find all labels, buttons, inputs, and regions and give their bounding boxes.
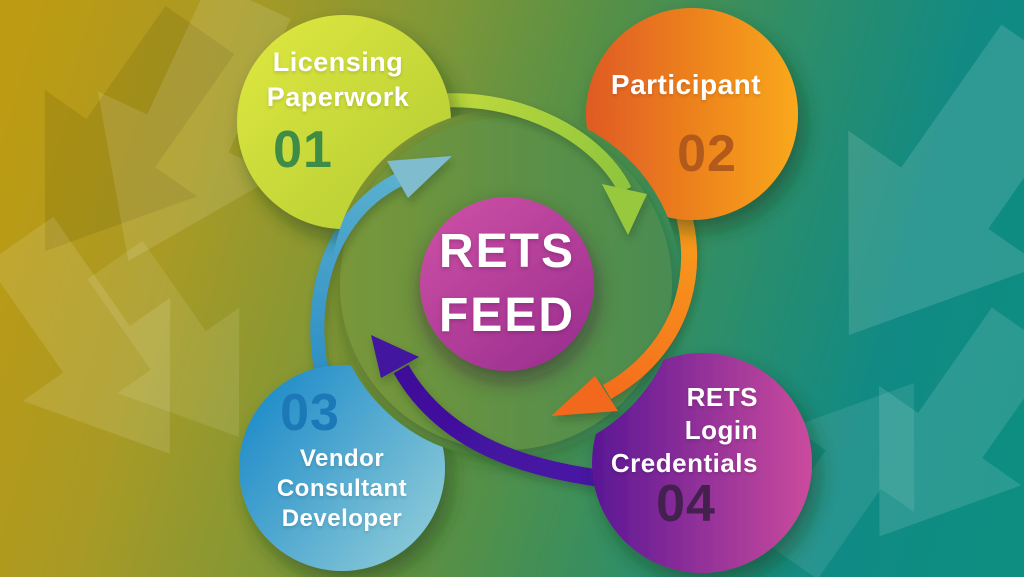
- step-01-number: 01: [273, 121, 333, 179]
- step-02-circle: [586, 8, 798, 220]
- step-01-label: Licensing Paperwork: [238, 45, 438, 115]
- step-04-label: RETS Login Credentials: [558, 381, 758, 480]
- step-04-number: 04: [656, 475, 716, 533]
- step-04-label-line: Credentials: [610, 448, 758, 478]
- arrow-04-to-03-icon: [371, 335, 623, 490]
- step-03-label-line: Vendor: [299, 445, 385, 472]
- center-circle-label: RETS FEED: [407, 220, 607, 348]
- step-04-label-line: Login: [684, 415, 758, 445]
- center-line: FEED: [438, 289, 575, 342]
- step-03-number: 03: [280, 384, 340, 442]
- step-circles: [237, 8, 812, 573]
- step-04-label-line: RETS: [686, 382, 758, 412]
- step-03-circle: [239, 365, 445, 571]
- step-02-label-line: Participant: [610, 69, 762, 100]
- step-03-label-line: Consultant: [276, 475, 408, 502]
- step-01-label-line: Licensing: [272, 47, 404, 77]
- step-01-circle: [237, 15, 451, 229]
- step-01-label-line: Paperwork: [266, 82, 410, 112]
- step-02-number: 02: [677, 125, 737, 183]
- step-02-label: Participant: [586, 68, 786, 102]
- step-04-circle: [592, 353, 812, 573]
- step-03-label: Vendor Consultant Developer: [232, 444, 452, 534]
- step-03-label-line: Developer: [281, 505, 403, 532]
- center-line: RETS: [438, 225, 575, 278]
- center-circle: [420, 197, 594, 371]
